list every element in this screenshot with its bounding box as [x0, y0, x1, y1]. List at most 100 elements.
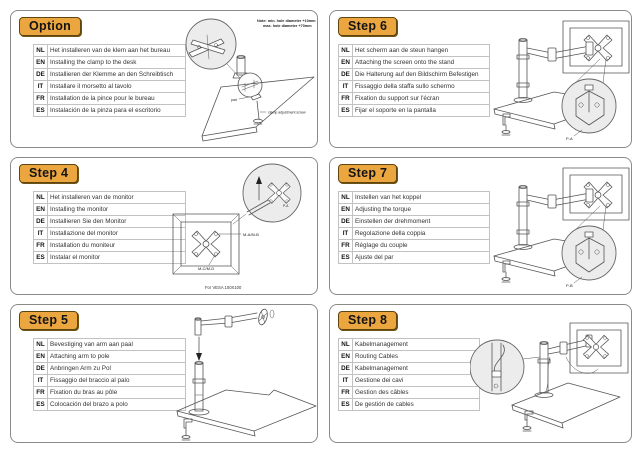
pole [188, 361, 210, 416]
language-code: DE [338, 362, 353, 375]
illustration-clamp-to-desk: Note: min. hole diameter +10mm max. hole… [185, 18, 316, 142]
panel-title: Step 8 [348, 313, 388, 327]
panel-title-badge: Step 6 [338, 17, 398, 36]
language-code: NL [338, 44, 353, 57]
instruction-text: Het installeren van de monitor [47, 191, 186, 204]
instruction-text: Fissaggio del braccio al palo [47, 374, 186, 387]
instruction-text: Ajuste del par [352, 251, 490, 264]
desk-clamp [501, 113, 511, 136]
language-code: DE [33, 68, 48, 81]
instruction-text: Regolazione della coppia [352, 227, 490, 240]
pole [534, 341, 554, 398]
desk-surface [201, 76, 315, 142]
instruction-text: Instellen van het koppel [352, 191, 490, 204]
panel-title: Step 4 [29, 166, 69, 180]
language-code: NL [338, 338, 353, 351]
note-line2: max. hole diameter +70mm [263, 24, 312, 28]
pole [513, 38, 533, 103]
instruction-text: Fixation du bras au pôle [47, 386, 186, 399]
clamp-pad-and-screw [250, 93, 263, 125]
language-code: NL [338, 191, 353, 204]
instruction-text: Kabelmanagement [352, 362, 480, 375]
language-code: NL [33, 338, 48, 351]
language-code: NL [33, 191, 48, 204]
detail-label: P-A [283, 204, 289, 208]
instruction-text: Installieren Sie den Monitor [47, 215, 186, 228]
pole [513, 185, 533, 250]
monitor [569, 322, 629, 374]
desk-surface [511, 382, 621, 429]
desk-clamp [181, 418, 193, 441]
panel-title-badge: Step 7 [338, 164, 398, 183]
illustration-attach-screen: P-A [493, 20, 630, 141]
instruction-text: Installation de la pince pour le bureau [47, 92, 186, 105]
mount-detail-circle [561, 78, 617, 134]
instruction-text: Installation du moniteur [47, 239, 186, 252]
monitor-back [172, 213, 240, 275]
desk-surface [176, 389, 317, 437]
language-code: IT [33, 227, 48, 240]
clamp-screw-label: clamp adjustment screw [268, 111, 306, 115]
language-code: IT [338, 227, 353, 240]
vesa-caption: For VESA 100X100 [205, 285, 242, 290]
clamp-detail-circle [185, 18, 237, 70]
instruction-text: Installing the clamp to the desk [47, 56, 186, 69]
language-code: FR [33, 239, 48, 252]
instruction-text: Bevestiging van arm aan paal [47, 338, 186, 351]
instruction-text: Routing Cables [352, 350, 480, 363]
language-code: ES [33, 251, 48, 264]
instruction-text: Fijar el soporte en la pantalla [352, 104, 490, 117]
torque-detail-circle [561, 225, 617, 281]
instruction-text: Gestion des câbles [352, 386, 480, 399]
language-code: IT [33, 80, 48, 93]
instruction-text: Anbringen Arm zu Pol [47, 362, 186, 375]
panel-title-badge: Option [19, 17, 82, 36]
language-code: ES [338, 104, 353, 117]
panel-title: Step 7 [348, 166, 388, 180]
arm [526, 188, 594, 209]
panel-title-badge: Step 8 [338, 311, 398, 330]
panel-title-badge: Step 5 [19, 311, 79, 330]
language-code: ES [338, 251, 353, 264]
panel-title: Option [29, 19, 72, 33]
language-code: ES [338, 398, 353, 411]
language-code: IT [338, 80, 353, 93]
language-code: IT [338, 374, 353, 387]
instruction-text: Instalación de la pinza para el escritor… [47, 104, 186, 117]
pad-label: pad [231, 98, 237, 102]
detail-label: P-A [566, 136, 573, 141]
language-code: ES [33, 398, 48, 411]
instruction-text: Fissaggio della staffa sullo schermo [352, 80, 490, 93]
language-code: FR [338, 239, 353, 252]
language-code: ES [33, 104, 48, 117]
instruction-text: Installing the monitor [47, 203, 186, 216]
illustration-routing-cables [470, 322, 629, 432]
arm [526, 41, 594, 62]
language-code: EN [338, 56, 353, 69]
language-code: EN [33, 203, 48, 216]
